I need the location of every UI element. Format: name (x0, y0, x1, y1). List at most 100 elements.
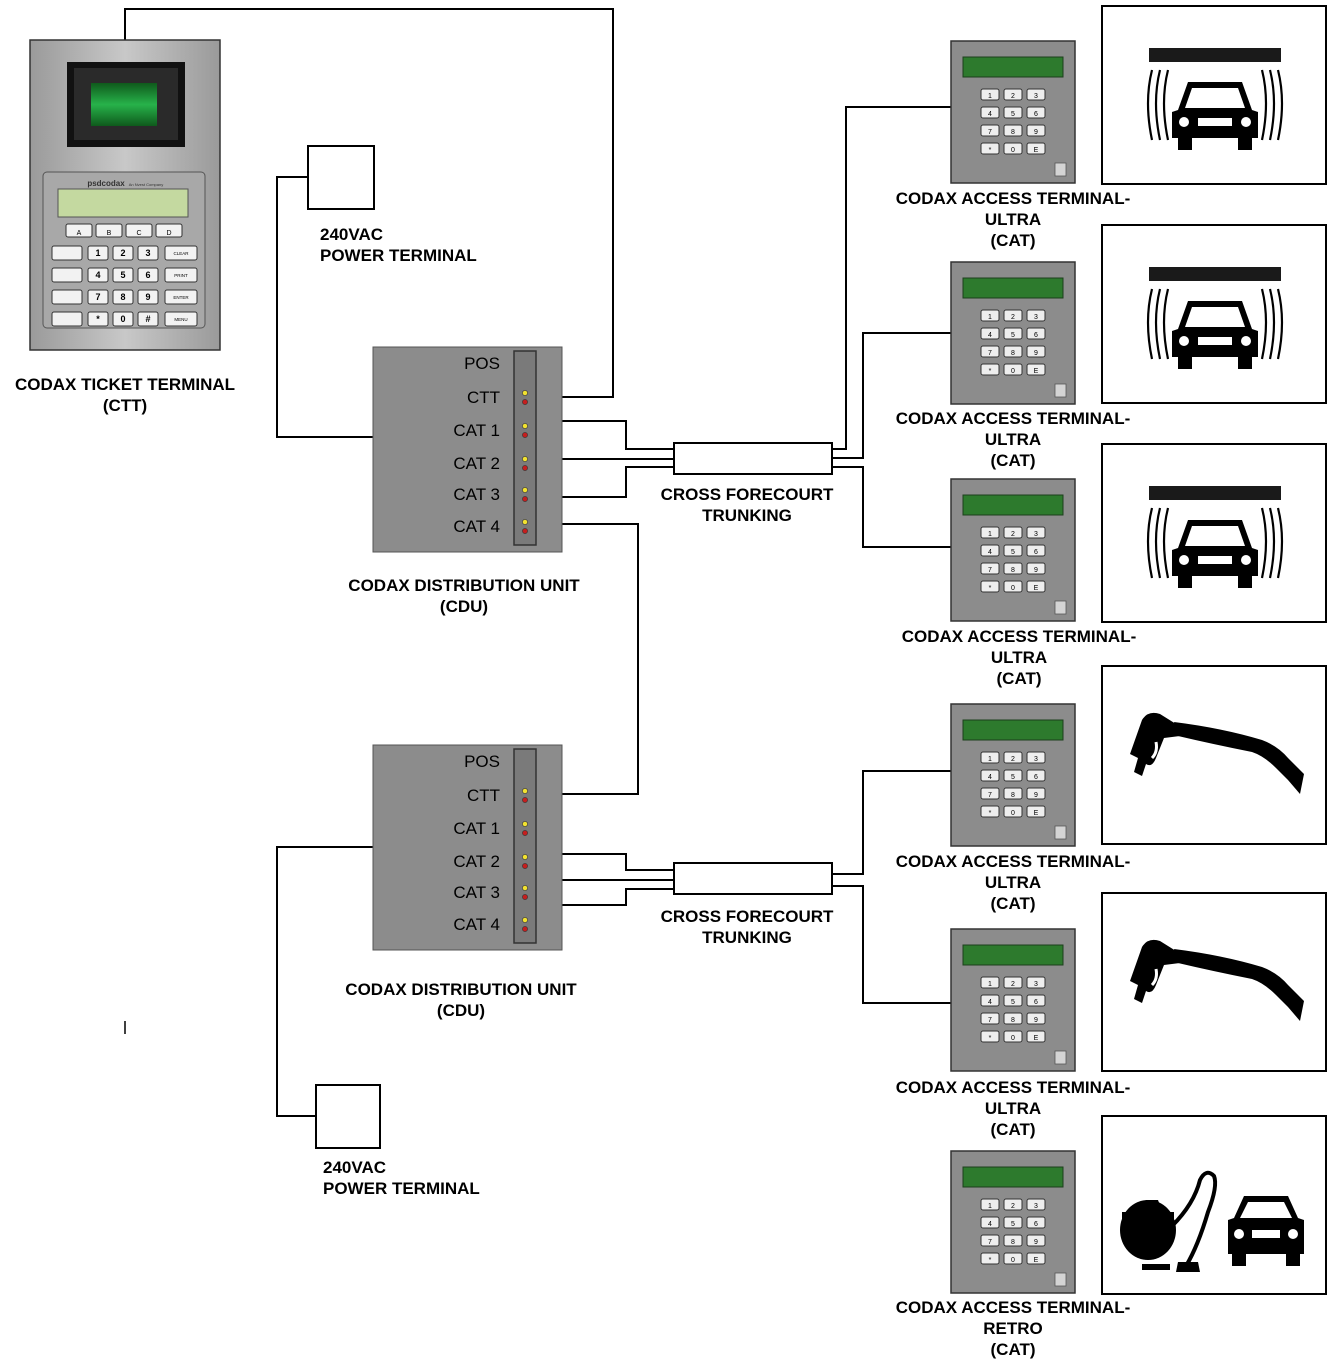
cat-keypad-key-label: 5 (1011, 549, 1015, 556)
cdu-label-1: CODAX DISTRIBUTION UNIT (CDU) (348, 576, 580, 616)
ctt-keypad-key[interactable]: # (137, 311, 159, 327)
service-frame-4 (1101, 665, 1327, 845)
ctt-service-key[interactable] (51, 311, 83, 327)
cat-keypad-key-label: 6 (1034, 111, 1038, 118)
ctt-keypad-key-label: 4 (95, 270, 100, 280)
cdu-port-label: CAT 4 (453, 517, 500, 536)
cat-label-4: CODAX ACCESS TERMINAL- ULTRA (CAT) (895, 852, 1131, 913)
power-terminal-box-1 (307, 145, 375, 210)
status-led-red (522, 465, 528, 471)
ctt-side-key[interactable]: ENTER (164, 289, 198, 305)
ctt-keypad-key[interactable]: 3 (137, 245, 159, 261)
ctt-keypad-key[interactable]: 9 (137, 289, 159, 305)
ctt-label: CODAX TICKET TERMINAL (CTT) (14, 375, 236, 415)
cat-keypad-key-label: 9 (1034, 792, 1038, 799)
cat-keypad-key-label: * (989, 368, 992, 375)
cat-keypad-key-label: 2 (1011, 93, 1015, 100)
ctt-display-icon (91, 83, 157, 126)
ctt-keypad-key[interactable]: 4 (87, 267, 109, 283)
cat-label-5: CODAX ACCESS TERMINAL- ULTRA (CAT) (895, 1078, 1131, 1139)
ctt-side-key-label: ENTER (173, 295, 189, 300)
cat-keypad-key-label: 6 (1034, 332, 1038, 339)
cat-keypad-key-label: 9 (1034, 350, 1038, 357)
ctt-function-key[interactable]: B (95, 223, 123, 238)
ctt-side-key[interactable]: CLEAR (164, 245, 198, 261)
cat-keypad-key-label: 1 (988, 314, 992, 321)
ctt-keypad-key-label: 0 (120, 314, 125, 324)
status-led-red (522, 830, 528, 836)
cdu-port-label: CAT 1 (453, 819, 500, 838)
power-terminal-label-2: 240VAC POWER TERMINAL (323, 1158, 480, 1198)
cat-keypad-key-label: E (1034, 585, 1039, 592)
service-frame-1 (1101, 5, 1327, 185)
cat-keypad-key-label: 0 (1011, 810, 1015, 817)
status-led-yellow (522, 885, 528, 891)
cat-keypad-key-label: E (1034, 1035, 1039, 1042)
ctt-keypad-key-label: * (96, 314, 100, 324)
status-led-yellow (522, 917, 528, 923)
cat-keypad-key-label: 3 (1034, 314, 1038, 321)
cat-keypad-key-label: E (1034, 147, 1039, 154)
ctt-service-key[interactable] (51, 289, 83, 305)
service-frame-3 (1101, 443, 1327, 623)
ctt-keypad-key[interactable]: 6 (137, 267, 159, 283)
ctt-service-key[interactable] (51, 245, 83, 261)
ctt-keypad-key-label: 9 (145, 292, 150, 302)
ctt-brand-sub: An Nvest Company (129, 182, 163, 187)
ctt-keypad-key[interactable]: 0 (112, 311, 134, 327)
cat-keypad-key-label: 1 (988, 756, 992, 763)
cat-keypad-key-label: 7 (988, 1017, 992, 1024)
power-terminal-label-1: 240VAC POWER TERMINAL (320, 225, 477, 265)
ctt-function-key-label: A (77, 230, 82, 237)
ctt-brand: psdcodax (87, 179, 125, 188)
status-led-yellow (522, 390, 528, 396)
ctt-keypad-key[interactable]: 7 (87, 289, 109, 305)
cat-keypad-key-label: 0 (1011, 368, 1015, 375)
ctt-keypad-key[interactable]: 1 (87, 245, 109, 261)
cat-keypad-key-label: 3 (1034, 981, 1038, 988)
cat-keypad-key-label: E (1034, 810, 1039, 817)
cat-keypad-key-label: E (1034, 368, 1039, 375)
ctt-function-key-label: C (136, 230, 141, 237)
cdu-label-2: CODAX DISTRIBUTION UNIT (CDU) (345, 980, 577, 1020)
cat-label-3: CODAX ACCESS TERMINAL- ULTRA (CAT) (901, 627, 1137, 688)
cat-keypad-key-label: * (989, 585, 992, 592)
cat-keypad-key-label: 8 (1011, 129, 1015, 136)
status-led-red (522, 496, 528, 502)
cat-keypad-key-label: 8 (1011, 792, 1015, 799)
status-led-red (522, 432, 528, 438)
trunking-label-2: CROSS FORECOURT TRUNKING (660, 907, 834, 947)
ctt-keypad-key[interactable]: * (87, 311, 109, 327)
cat-keypad-key-label: 3 (1034, 1203, 1038, 1210)
ctt-keypad-key[interactable]: 2 (112, 245, 134, 261)
status-led-yellow (522, 456, 528, 462)
cat-keypad-key-label: 0 (1011, 1035, 1015, 1042)
ctt-function-key[interactable]: C (125, 223, 153, 238)
ctt-function-key[interactable]: D (155, 223, 183, 238)
ctt-side-key[interactable]: MENU (164, 311, 198, 327)
power-terminal-box-2 (315, 1084, 381, 1149)
ctt-keypad-key-label: 3 (145, 248, 150, 258)
ctt-keypad-key[interactable]: 8 (112, 289, 134, 305)
cdu-port-label: CTT (467, 786, 500, 805)
ctt-keypad-key[interactable]: 5 (112, 267, 134, 283)
ctt-side-key[interactable]: PRINT (164, 267, 198, 283)
status-led-yellow (522, 821, 528, 827)
cdu-port-label: POS (464, 354, 500, 373)
cdu-port-label: CAT 4 (453, 915, 500, 934)
cat-keypad-key-label: 7 (988, 792, 992, 799)
ctt-function-key-label: B (107, 230, 112, 237)
ctt-function-key[interactable]: A (65, 223, 93, 238)
cat-keypad-key-label: 6 (1034, 999, 1038, 1006)
cdu-port-label: CAT 3 (453, 883, 500, 902)
status-led-yellow (522, 788, 528, 794)
cat-keypad-key-label: 4 (988, 999, 992, 1006)
ctt-service-key[interactable] (51, 267, 83, 283)
cat-keypad-key-label: 8 (1011, 1017, 1015, 1024)
cat-keypad-key-label: 5 (1011, 111, 1015, 118)
